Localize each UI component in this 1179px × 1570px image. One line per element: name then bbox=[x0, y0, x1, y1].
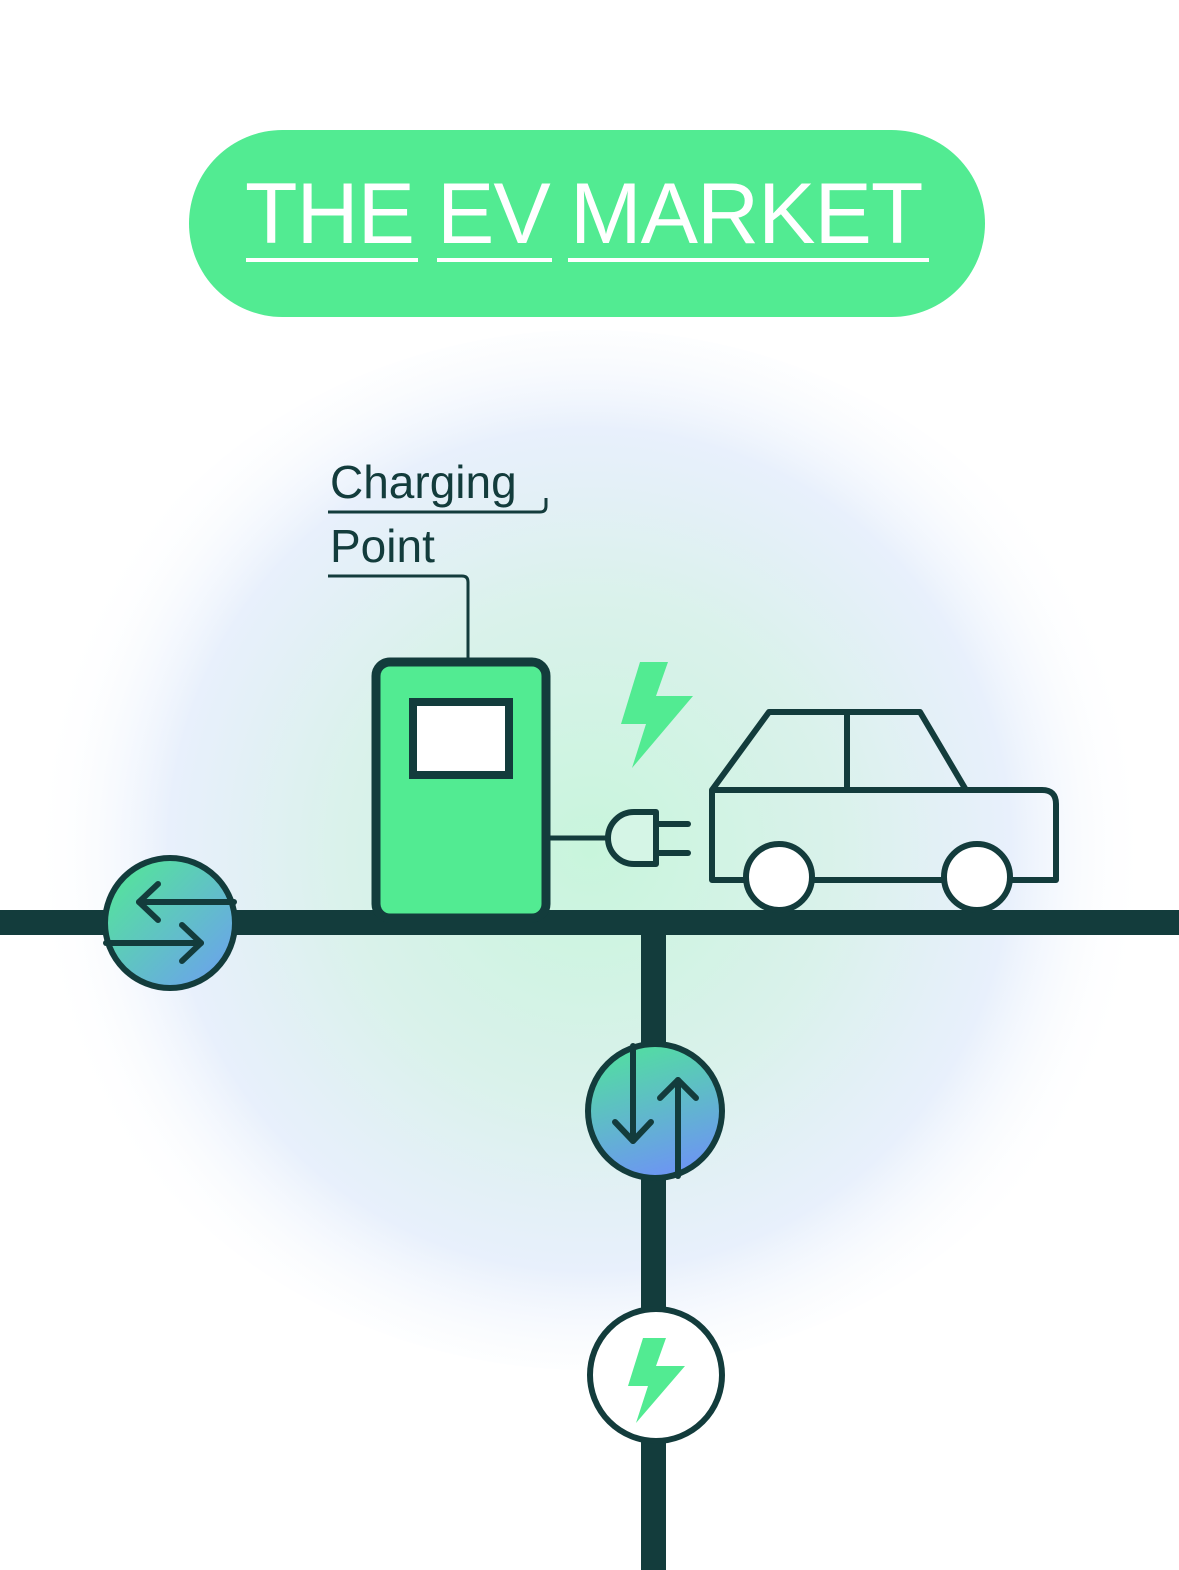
arrows-up-down-icon bbox=[585, 1041, 725, 1181]
car-icon bbox=[709, 709, 1059, 913]
background-glow bbox=[30, 330, 1150, 1370]
charger-screen bbox=[409, 698, 513, 779]
charge-spark-icon bbox=[621, 662, 693, 768]
charging-label-line2: Point bbox=[330, 520, 435, 572]
title-word-the: THE bbox=[245, 166, 414, 262]
label-leader-line bbox=[328, 498, 548, 662]
lightning-bolt-icon bbox=[587, 1306, 725, 1444]
title-word-ev: EV bbox=[437, 166, 550, 262]
car-rear-wheel bbox=[941, 841, 1013, 913]
title-pill bbox=[189, 130, 985, 317]
title-badge: THE EV MARKET bbox=[189, 130, 985, 317]
vertical-grid-line bbox=[641, 922, 666, 1570]
arrows-left-right-icon bbox=[102, 855, 238, 991]
plug-icon bbox=[605, 809, 691, 867]
title-word-market: MARKET bbox=[570, 166, 922, 262]
charging-point-label: Charging Point bbox=[328, 456, 548, 662]
car-front-wheel bbox=[743, 841, 815, 913]
charging-label-line1: Charging bbox=[330, 456, 517, 508]
car-body bbox=[709, 787, 1059, 883]
charging-station-icon bbox=[371, 657, 608, 923]
